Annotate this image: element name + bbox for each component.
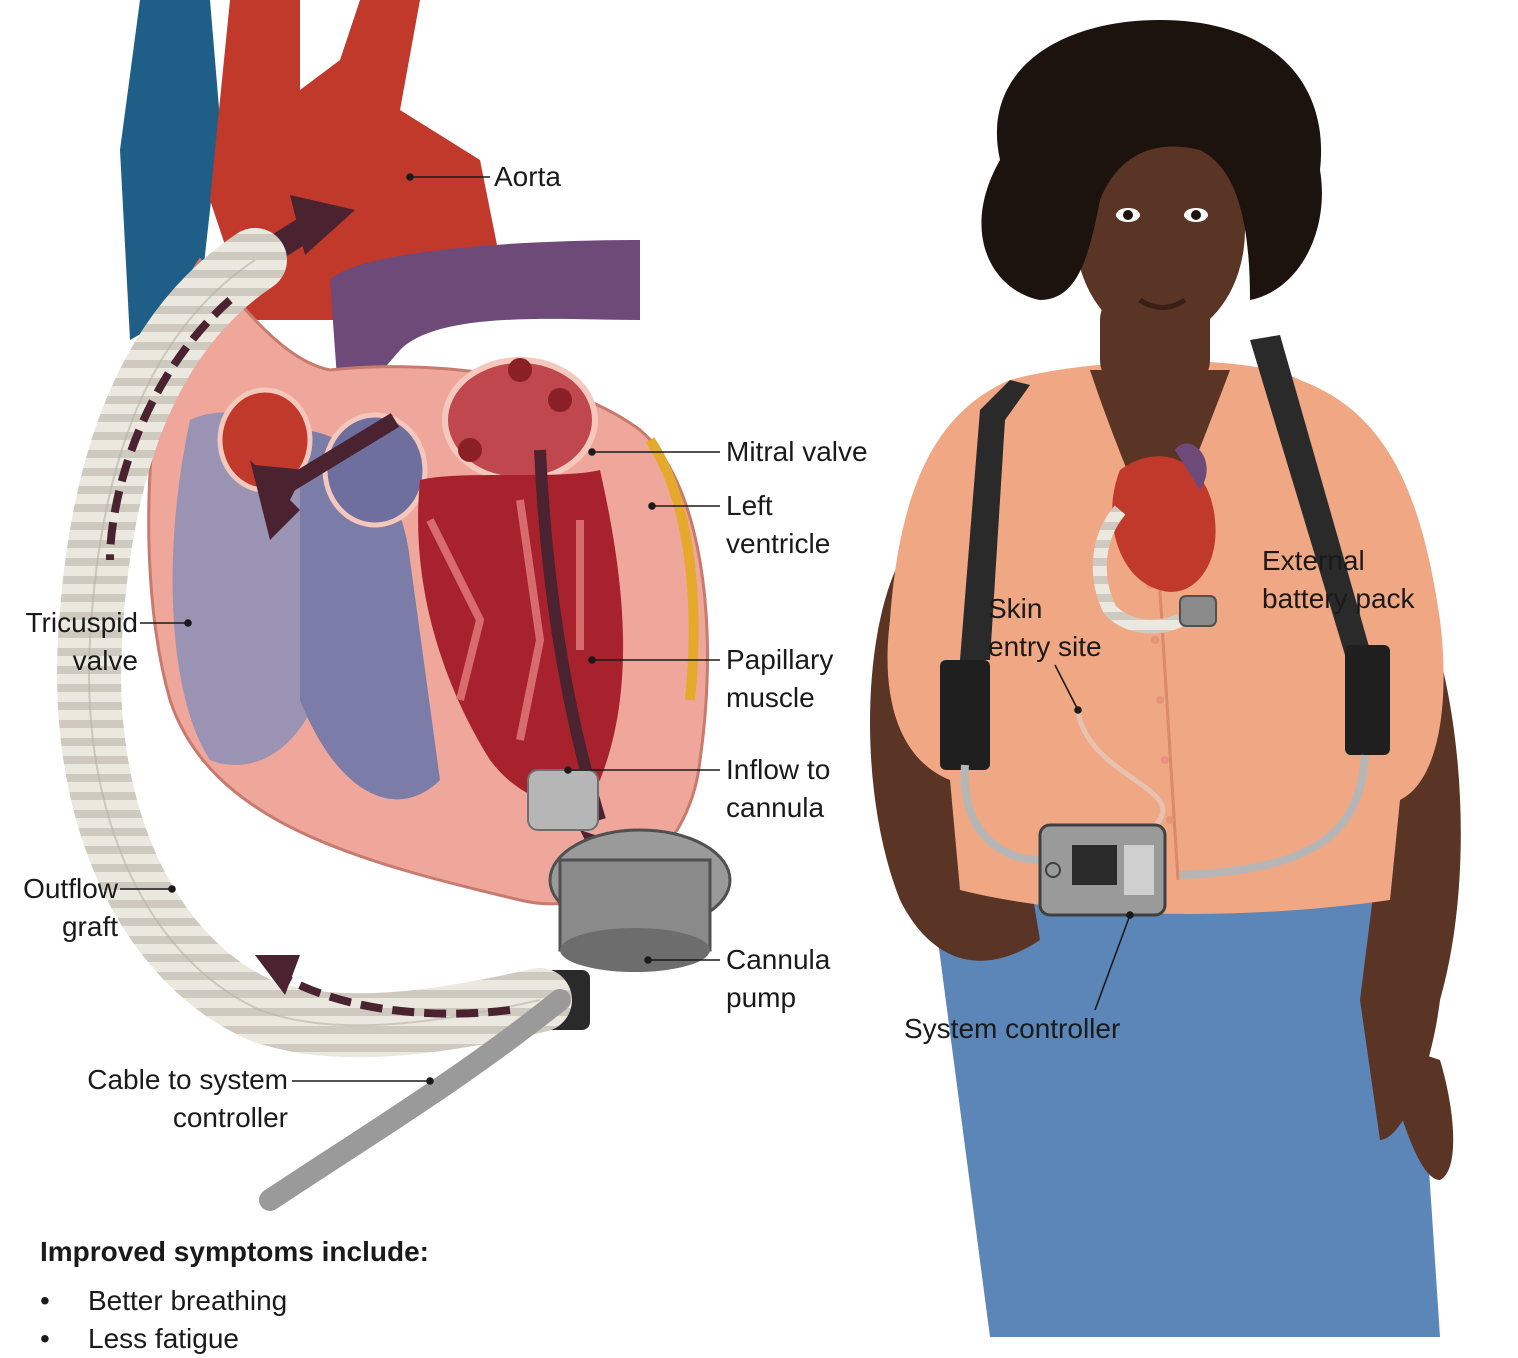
symptom-list: Better breathing Less fatigue [40,1282,429,1358]
label-aorta: Aorta [494,158,561,196]
label-left-ventricle: Left ventricle [726,487,830,563]
label-skin-entry-site: Skin entry site [988,590,1102,666]
label-external-battery-pack: External battery pack [1262,542,1415,618]
left-battery-pack [940,660,990,770]
patient-illustration [870,20,1461,1337]
label-outflow-graft: Outflow graft [10,870,118,946]
right-battery-pack [1345,645,1390,755]
inflow-cannula [528,770,598,830]
label-system-controller: System controller [904,1010,1120,1048]
label-mitral-valve: Mitral valve [726,433,868,471]
symptoms-title: Improved symptoms include: [40,1232,429,1272]
label-inflow-to-cannula: Inflow to cannula [726,751,830,827]
label-cannula-pump: Cannula pump [726,941,830,1017]
symptoms-section: Improved symptoms include: Better breath… [40,1232,429,1358]
label-cable-to-system-controller: Cable to system controller [40,1061,288,1137]
symptom-item: Less fatigue [40,1320,429,1358]
symptom-item: Better breathing [40,1282,429,1320]
system-controller [1040,825,1165,915]
label-papillary-muscle: Papillary muscle [726,641,833,717]
label-tricuspid-valve: Tricuspid valve [10,604,138,680]
